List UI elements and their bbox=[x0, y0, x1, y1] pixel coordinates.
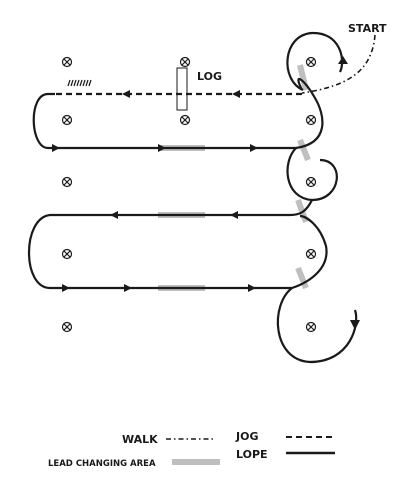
circled-x-marker-icon bbox=[305, 321, 317, 333]
circled-x-marker-icon bbox=[305, 114, 317, 126]
direction-arrows bbox=[52, 56, 360, 330]
arrow-row2-a bbox=[230, 211, 238, 219]
circled-x-marker-icon bbox=[61, 321, 73, 333]
circled-x-marker-icon bbox=[61, 248, 73, 260]
circled-x-marker-icon bbox=[305, 56, 317, 68]
circled-x-marker-icon bbox=[305, 176, 317, 188]
lead-area-right-2 bbox=[295, 198, 309, 224]
lead-area-right-3 bbox=[295, 266, 309, 290]
arrow-row2-b bbox=[110, 211, 118, 219]
lead-changing-areas bbox=[158, 64, 311, 465]
legend-lead-changing-area-label: LEAD CHANGING AREA bbox=[48, 459, 156, 469]
legend: WALK JOG LOPE LEAD CHANGING AREA bbox=[48, 430, 335, 469]
arrow-walk-end bbox=[338, 56, 348, 64]
legend-jog-label: JOG bbox=[235, 430, 258, 443]
circled-x-marker-icon bbox=[61, 56, 73, 68]
log-box bbox=[176, 67, 188, 111]
cone-markers bbox=[61, 56, 317, 333]
circled-x-marker-icon bbox=[305, 248, 317, 260]
circled-x-marker-icon bbox=[61, 114, 73, 126]
lead-area-right-1 bbox=[297, 138, 311, 162]
hatch-mark bbox=[67, 79, 92, 87]
legend-lope-label: LOPE bbox=[236, 448, 268, 461]
lope-path bbox=[27, 77, 338, 290]
legend-walk-label: WALK bbox=[122, 433, 158, 446]
log-label: LOG bbox=[197, 70, 222, 83]
lope-circle-top bbox=[286, 31, 344, 92]
lead-area-top-right bbox=[297, 64, 309, 91]
arrow-row3-a bbox=[62, 284, 70, 292]
walk-path bbox=[301, 34, 376, 94]
circled-x-marker-icon bbox=[179, 114, 191, 126]
arrow-jog-2 bbox=[122, 90, 130, 98]
arrow-bottom-end bbox=[350, 320, 360, 330]
arrow-row3-c bbox=[248, 284, 256, 292]
arrow-row1-c bbox=[250, 144, 258, 152]
arrow-row1-b bbox=[158, 144, 166, 152]
circled-x-marker-icon bbox=[179, 56, 191, 68]
circled-x-marker-icon bbox=[61, 176, 73, 188]
arrow-jog-1 bbox=[232, 90, 240, 98]
arrow-row3-b bbox=[124, 284, 132, 292]
start-label: START bbox=[348, 22, 387, 35]
arrow-row1-a bbox=[52, 144, 60, 152]
lope-circle-bottom bbox=[276, 287, 358, 364]
